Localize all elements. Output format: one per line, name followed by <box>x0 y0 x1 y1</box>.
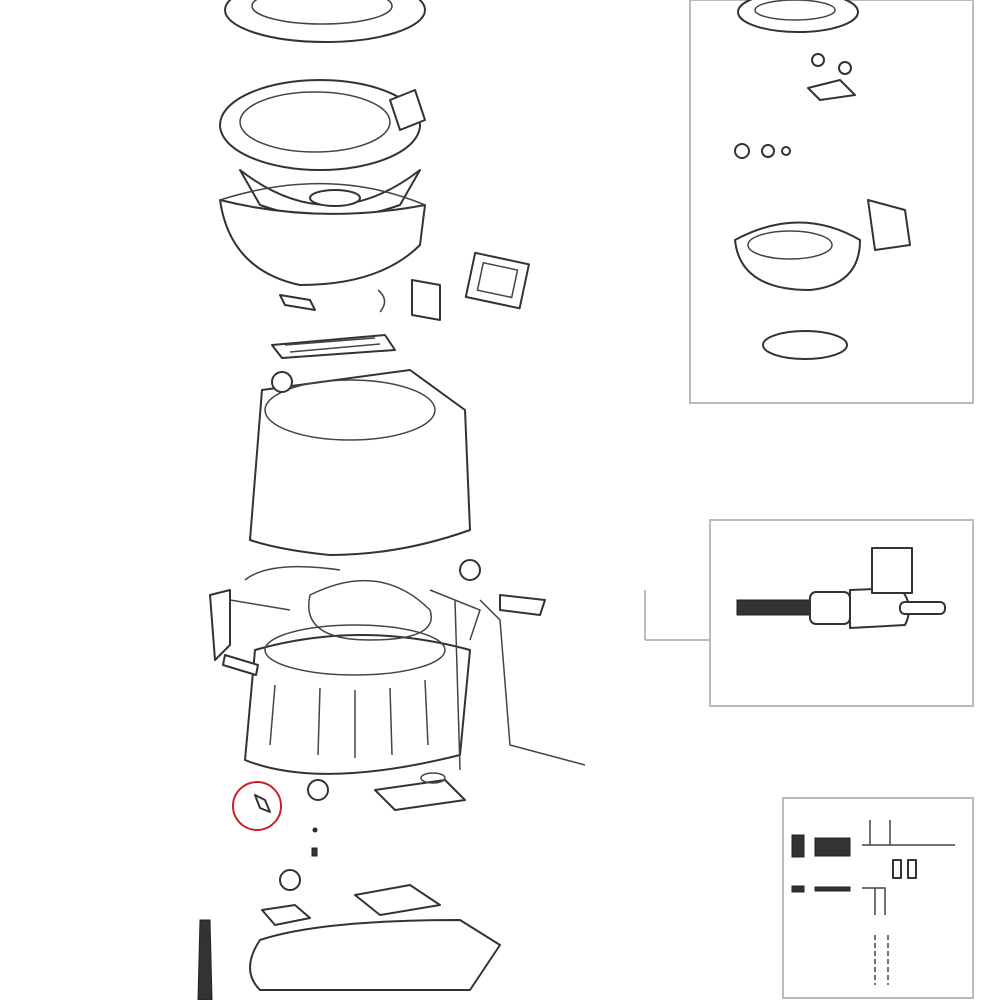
base-tray <box>197 884 501 1000</box>
valve-mechanism <box>271 279 441 359</box>
bowl-shroud <box>219 182 426 286</box>
bowl <box>219 79 426 219</box>
drain-parts <box>261 772 466 926</box>
inset-hose-connector <box>709 519 974 707</box>
pipes <box>429 589 586 771</box>
water-tank <box>222 579 471 775</box>
seat-ring <box>224 0 426 43</box>
upper-housing <box>249 369 471 556</box>
inset-bowl-assembly <box>689 0 974 404</box>
small-gasket <box>232 781 282 831</box>
tank-frame <box>209 559 546 661</box>
level-indicator <box>464 251 530 310</box>
inset-hardware-kit <box>782 797 974 999</box>
